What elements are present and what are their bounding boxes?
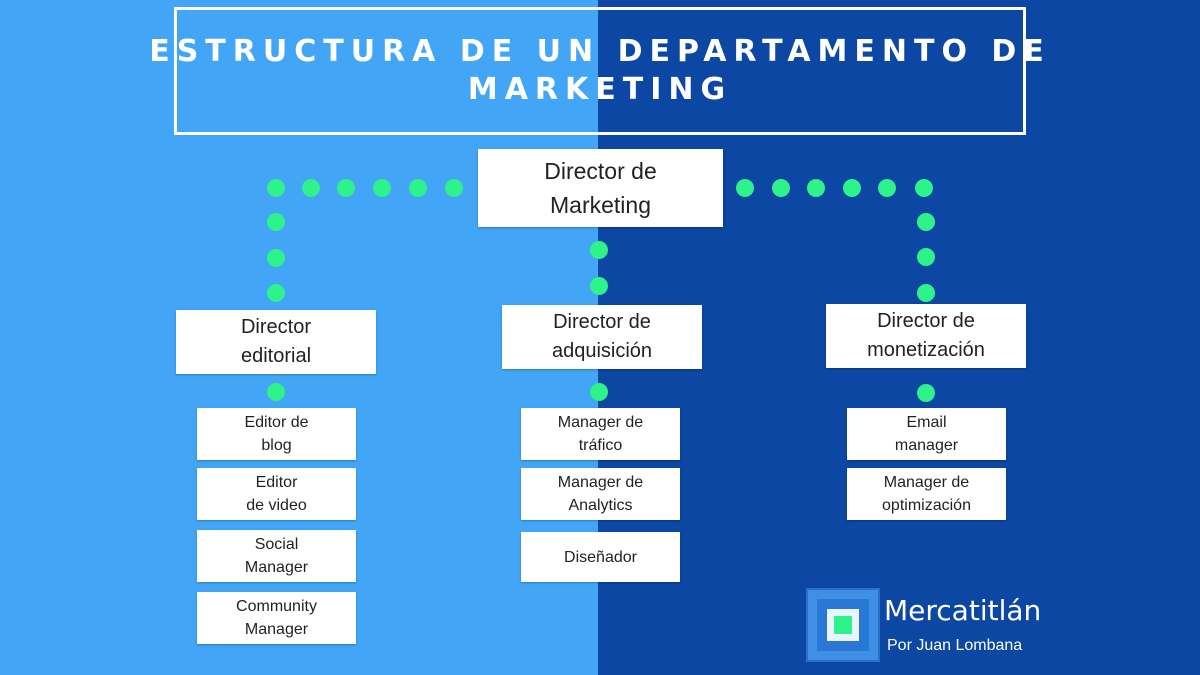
node-email-manager: Email manager — [847, 408, 1006, 460]
node-director-adquisicion: Director de adquisición — [502, 305, 702, 369]
connector-dot — [736, 179, 754, 197]
connector-dot — [917, 248, 935, 266]
node-label: Director de monetización — [867, 310, 985, 361]
connector-dot — [267, 284, 285, 302]
title-frame: ESTRUCTURA DE UN DEPARTAMENTO DE MARKETI… — [149, 7, 1044, 135]
brand-byline: Por Juan Lombana — [887, 637, 1023, 654]
connector-dot — [409, 179, 427, 197]
connector-dot — [267, 213, 285, 231]
node-manager-analytics: Manager de Analytics — [521, 468, 680, 520]
node-director-editorial: Director editorial — [176, 310, 376, 374]
node-director-marketing: Director de Marketing — [478, 149, 723, 227]
connector-dot — [843, 179, 861, 197]
connector-dot — [915, 179, 933, 197]
node-label: Director editorial — [240, 316, 312, 367]
connector-dot — [807, 179, 825, 197]
node-label: Manager de optimización — [882, 474, 971, 514]
node-label: Editor de blog — [244, 414, 309, 454]
diagram-title-line-1: ESTRUCTURA DE UN DEPARTAMENTO DE — [149, 34, 1051, 69]
diagram-title-line-2: MARKETING — [467, 72, 733, 107]
connector-dot — [373, 179, 391, 197]
connector-dot-editorial-subroles — [267, 383, 285, 401]
node-label: Social Manager — [244, 536, 309, 576]
node-label: Community Manager — [236, 598, 317, 638]
connector-dot — [772, 179, 790, 197]
connector-dot — [267, 249, 285, 267]
connector-dot-monetizacion-subroles — [917, 384, 935, 402]
node-community-manager: Community Manager — [197, 592, 356, 644]
connector-dot — [917, 213, 935, 231]
node-label: Editor de video — [246, 474, 307, 514]
connector-dot — [337, 179, 355, 197]
brand-logo-icon — [806, 588, 880, 662]
node-label: Manager de tráfico — [557, 414, 644, 454]
node-label: Manager de Analytics — [557, 474, 644, 514]
connector-dot-adquisicion-subroles — [590, 383, 608, 401]
node-editor-blog: Editor de blog — [197, 408, 356, 460]
connector-dot — [445, 179, 463, 197]
node-label: Email manager — [894, 414, 959, 454]
node-disenador: Diseñador — [521, 532, 680, 582]
connector-dot — [917, 284, 935, 302]
brand-name: Mercatitlán — [884, 594, 1042, 627]
node-manager-trafico: Manager de tráfico — [521, 408, 680, 460]
connector-dot — [590, 241, 608, 259]
node-social-manager: Social Manager — [197, 530, 356, 582]
node-label: Director de Marketing — [544, 158, 657, 218]
node-editor-video: Editor de video — [197, 468, 356, 520]
node-manager-optimizacion: Manager de optimización — [847, 468, 1006, 520]
node-director-monetizacion: Director de monetización — [826, 304, 1026, 368]
node-label: Diseñador — [564, 548, 637, 566]
node-label: Director de adquisición — [551, 311, 653, 362]
connector-dot — [267, 179, 285, 197]
connector-dot — [302, 179, 320, 197]
connector-dot — [590, 277, 608, 295]
connector-dot — [878, 179, 896, 197]
